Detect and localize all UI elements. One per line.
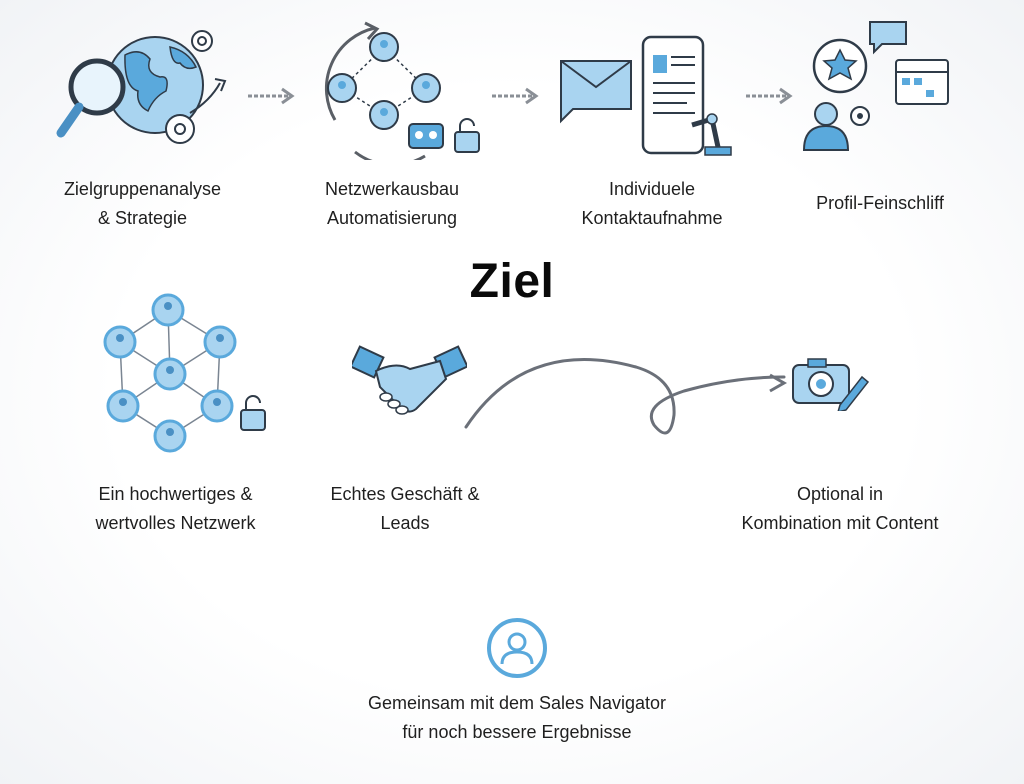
step-label-kontaktaufnahme: Individuele Kontaktaufnahme <box>552 175 752 233</box>
handshake-icon <box>352 345 467 415</box>
outcome-label-leads: Echtes Geschäft & Leads <box>305 480 505 538</box>
camera-pencil-icon <box>792 358 870 411</box>
profile-star-calendar-icon <box>802 21 949 151</box>
globe-magnifier-gear-icon <box>56 30 227 144</box>
footer-line: für noch bessere Ergebnisse <box>402 722 632 742</box>
step-label-line: Kontaktaufnahme <box>581 208 723 228</box>
arrow-right-icon <box>746 87 793 105</box>
network-cycle-robot-icon <box>324 21 480 160</box>
arrow-right-icon <box>492 87 539 105</box>
outcome-label-line: Optional in <box>796 484 884 504</box>
footer-line: Gemeinsam mit dem Sales Navigator <box>367 693 667 713</box>
outcome-label-line: Kombination mit Content <box>741 513 939 533</box>
step-label-profil: Profil-Feinschliff <box>780 189 980 218</box>
outcome-label-line: Ein hochwertiges & <box>98 484 253 504</box>
outcome-label-content: Optional in Kombination mit Content <box>715 480 965 538</box>
outcome-label-netzwerk: Ein hochwertiges & wertvolles Netzwerk <box>68 480 283 538</box>
step-label-line: Individuele <box>608 179 696 199</box>
step-label-line: & Strategie <box>97 208 188 228</box>
envelope-phone-robotarm-icon <box>560 35 732 156</box>
footer-note: Gemeinsam mit dem Sales Navigator für no… <box>312 689 722 747</box>
arrow-right-icon <box>248 87 295 105</box>
step-label-line: Automatisierung <box>326 208 458 228</box>
outcome-label-line: Echtes Geschäft & <box>330 484 480 504</box>
step-label-line: Profil-Feinschliff <box>816 193 944 213</box>
network-graph-lock-icon <box>103 293 266 453</box>
step-label-zielgruppenanalyse: Zielgruppenanalyse & Strategie <box>40 175 245 233</box>
step-label-line: Zielgruppenanalyse <box>63 179 222 199</box>
step-label-line: Netzwerkausbau <box>324 179 460 199</box>
user-circle-icon <box>487 618 547 678</box>
goal-title: Ziel <box>469 255 555 308</box>
outcome-label-line: Leads <box>380 513 430 533</box>
outcome-label-line: wertvolles Netzwerk <box>95 513 256 533</box>
step-label-netzwerkausbau: Netzwerkausbau Automatisierung <box>292 175 492 233</box>
curved-arrow-icon <box>464 358 788 435</box>
